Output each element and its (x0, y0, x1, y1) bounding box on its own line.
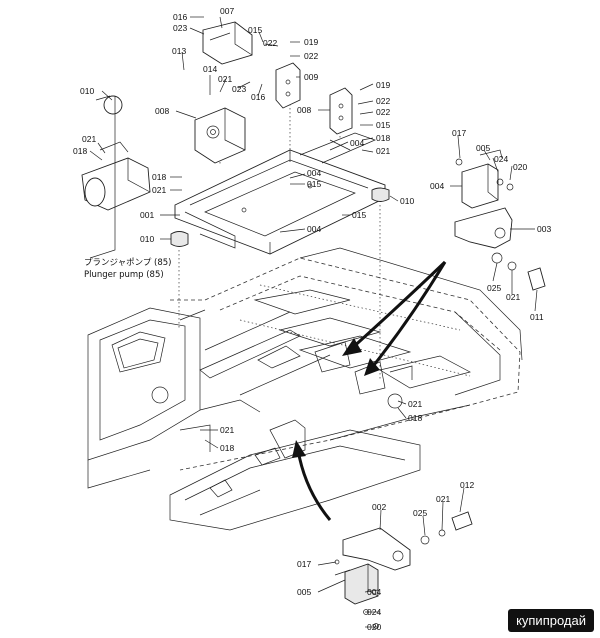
part-label-017: 017 (297, 559, 311, 569)
caption-japanese: プランジャポンプ (85) (84, 258, 171, 268)
part-label-003: 003 (537, 224, 551, 234)
part-label-013: 013 (172, 46, 186, 56)
part-label-015: 015 (376, 120, 390, 130)
part-label-018: 018 (220, 443, 234, 453)
part-label-018: 018 (152, 172, 166, 182)
callout-arrows (292, 260, 447, 521)
part-label-002: 002 (372, 502, 386, 512)
part-label-004: 004 (307, 224, 321, 234)
part-label-001: 001 (140, 210, 154, 220)
part-label-021: 021 (152, 185, 166, 195)
part-label-022: 022 (376, 96, 390, 106)
part-label-004: 004 (430, 181, 444, 191)
part-label-012: 012 (460, 480, 474, 490)
part-label-016: 016 (173, 12, 187, 22)
part-label-007: 007 (220, 6, 234, 16)
part-label-004: 004 (367, 587, 381, 597)
part-label-025: 025 (487, 283, 501, 293)
watermark-badge: купипродай (508, 609, 594, 632)
part-label-024: 024 (494, 154, 508, 164)
bottom-bracket-assembly (334, 511, 473, 629)
part-label-005: 005 (476, 143, 490, 153)
part-label-005: 005 (297, 587, 311, 597)
part-label-018: 018 (73, 146, 87, 156)
part-label-010: 010 (140, 234, 154, 244)
part-label-022: 022 (304, 51, 318, 61)
part-label-010: 010 (400, 196, 414, 206)
pump-bracket-assembly (194, 21, 353, 164)
part-label-017: 017 (452, 128, 466, 138)
plunger-pump (81, 95, 151, 211)
sub-frame-001 (170, 100, 390, 380)
right-bracket-assembly (454, 149, 546, 291)
part-label-020: 020 (513, 162, 527, 172)
part-label-021: 021 (220, 425, 234, 435)
part-label-020: 020 (367, 622, 381, 632)
part-label-015: 015 (248, 25, 262, 35)
part-label-021: 021 (218, 74, 232, 84)
part-label-011: 011 (530, 312, 544, 322)
main-frame (87, 247, 523, 531)
part-label-022: 022 (263, 38, 277, 48)
caption-english: Plunger pump (85) (84, 270, 164, 280)
part-label-008: 008 (297, 105, 311, 115)
part-label-009: 009 (304, 72, 318, 82)
part-label-019: 019 (376, 80, 390, 90)
leader-lines (89, 16, 538, 628)
part-label-014: 014 (203, 64, 217, 74)
part-label-018: 018 (376, 133, 390, 143)
part-label-015: 015 (352, 210, 366, 220)
part-label-021: 021 (408, 399, 422, 409)
part-label-019: 019 (304, 37, 318, 47)
part-label-021: 021 (436, 494, 450, 504)
part-label-018: 018 (408, 413, 422, 423)
part-label-016: 016 (251, 92, 265, 102)
part-label-023: 023 (173, 23, 187, 33)
part-label-021: 021 (82, 134, 96, 144)
part-label-025: 025 (413, 508, 427, 518)
part-label-015: 015 (307, 179, 321, 189)
part-label-023: 023 (232, 84, 246, 94)
part-label-010: 010 (80, 86, 94, 96)
part-label-004: 004 (350, 138, 364, 148)
part-label-021: 021 (376, 146, 390, 156)
part-label-022: 022 (376, 107, 390, 117)
part-label-021: 021 (506, 292, 520, 302)
part-label-004: 004 (307, 168, 321, 178)
part-label-024: 024 (367, 607, 381, 617)
part-label-008: 008 (155, 106, 169, 116)
